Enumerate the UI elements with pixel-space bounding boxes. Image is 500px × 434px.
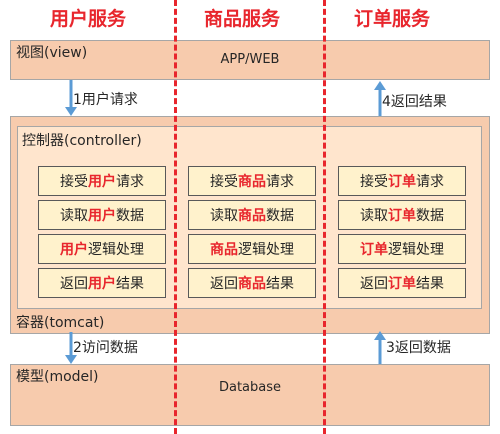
return-result-arrow-up-icon: [374, 81, 386, 116]
controller-label: 控制器(controller): [22, 133, 142, 149]
request-arrow-label: 1用户请求: [73, 92, 138, 108]
model-layer-center-text: Database: [218, 380, 282, 395]
column-title-user: 用户服务: [49, 8, 126, 30]
column-divider-left: [174, 0, 177, 434]
product-service-stack: 接受商品请求 读取商品数据 商品逻辑处理 返回商品结果: [188, 166, 316, 302]
view-layer: [10, 40, 490, 80]
return-data-arrow-label: 3返回数据: [386, 340, 451, 356]
view-layer-label: 视图(view): [16, 45, 88, 61]
order-service-stack: 接受订单请求 读取订单数据 订单逻辑处理 返回订单结果: [338, 166, 466, 302]
column-divider-right: [323, 0, 326, 434]
model-layer-label: 模型(model): [16, 369, 99, 385]
column-title-product: 商品服务: [203, 8, 280, 30]
order-read-data: 读取订单数据: [338, 200, 466, 230]
product-return-result: 返回商品结果: [188, 268, 316, 298]
user-service-stack: 接受用户请求 读取用户数据 用户逻辑处理 返回用户结果: [38, 166, 166, 302]
order-receive-request: 接受订单请求: [338, 166, 466, 196]
access-data-arrow-down-icon: [65, 332, 77, 364]
return-result-arrow-label: 4返回结果: [382, 94, 447, 110]
product-receive-request: 接受商品请求: [188, 166, 316, 196]
user-receive-request: 接受用户请求: [38, 166, 166, 196]
container-label: 容器(tomcat): [16, 315, 105, 331]
request-arrow-down-icon: [65, 80, 77, 116]
user-logic-processing: 用户逻辑处理: [38, 234, 166, 264]
product-read-data: 读取商品数据: [188, 200, 316, 230]
order-logic-processing: 订单逻辑处理: [338, 234, 466, 264]
user-return-result: 返回用户结果: [38, 268, 166, 298]
user-read-data: 读取用户数据: [38, 200, 166, 230]
return-data-arrow-up-icon: [374, 331, 386, 364]
access-data-arrow-label: 2访问数据: [73, 340, 138, 356]
view-layer-center-text: APP/WEB: [220, 52, 280, 67]
order-return-result: 返回订单结果: [338, 268, 466, 298]
product-logic-processing: 商品逻辑处理: [188, 234, 316, 264]
column-title-order: 订单服务: [353, 8, 430, 30]
model-layer: [10, 364, 490, 426]
